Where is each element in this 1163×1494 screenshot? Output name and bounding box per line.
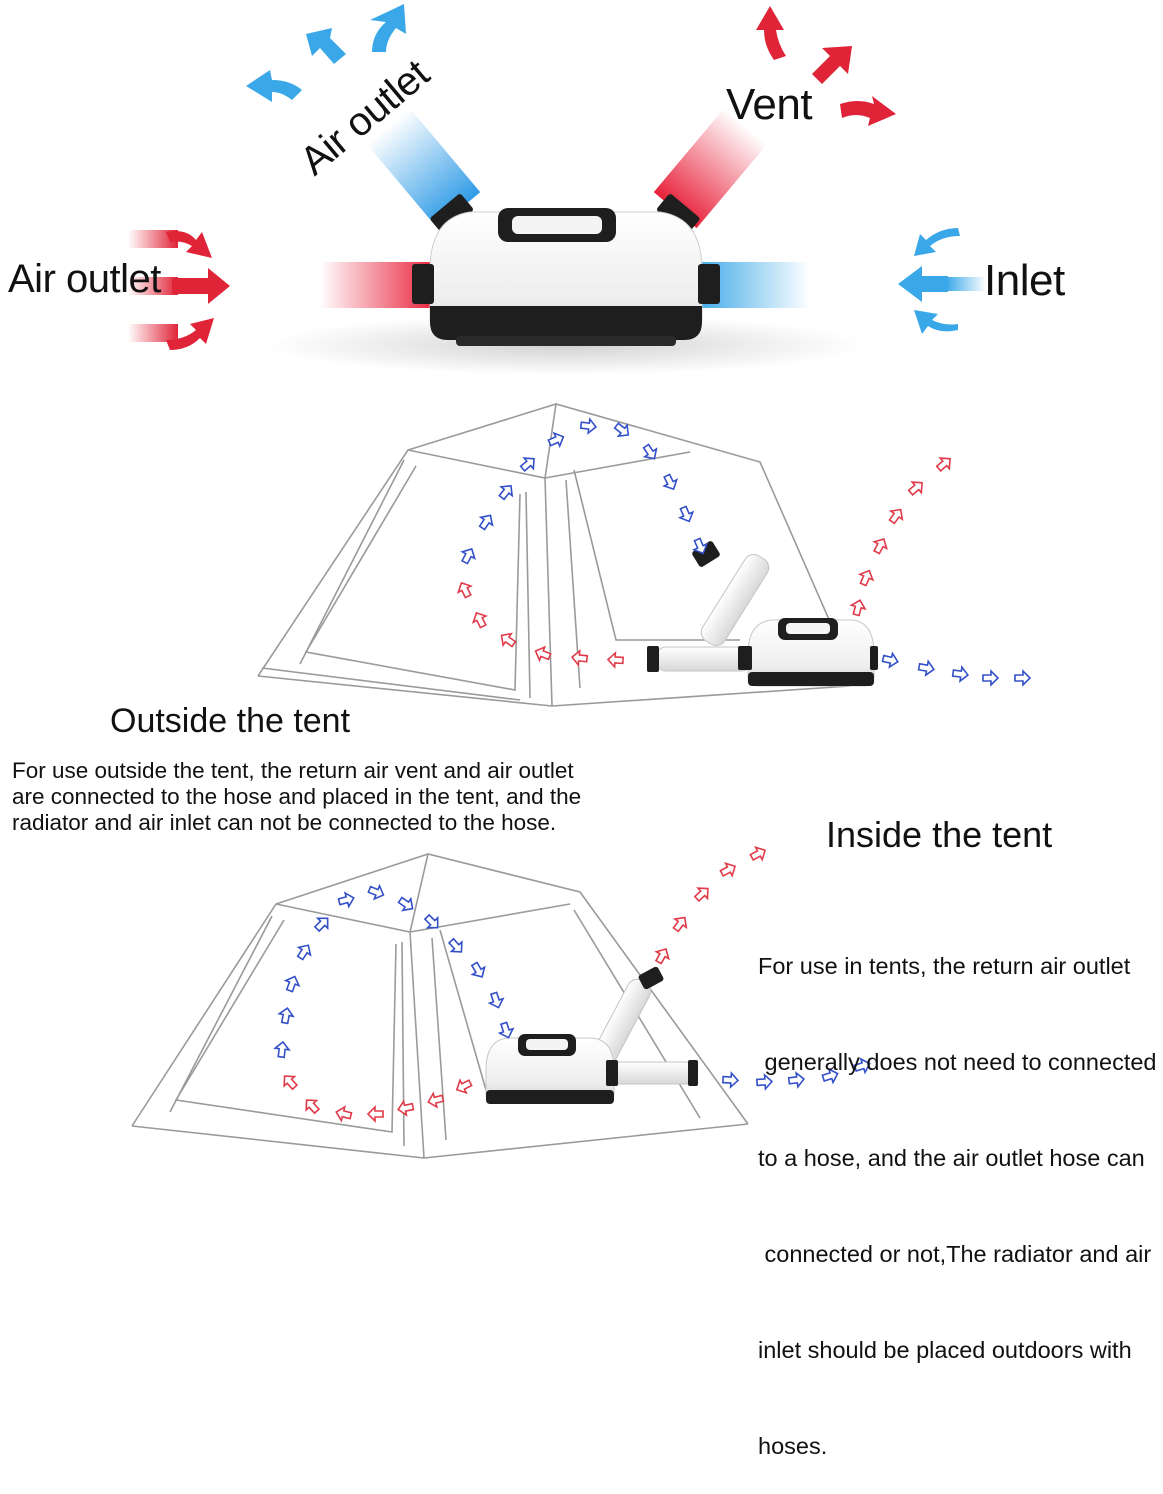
outside-tent-heading: Outside the tent bbox=[110, 702, 351, 740]
flow-arrow-icon bbox=[917, 659, 935, 677]
flow-arrow-icon bbox=[853, 1057, 871, 1075]
flow-arrow-icon bbox=[787, 1071, 806, 1089]
flow-arrow-icon bbox=[366, 1105, 384, 1123]
flow-arrow-icon bbox=[423, 913, 439, 929]
arrow-icon bbox=[756, 6, 786, 60]
outside-tent-description: For use outside the tent, the return air… bbox=[12, 758, 581, 836]
description-line: to a hose, and the air outlet hose can bbox=[758, 1145, 1145, 1171]
flow-arrow-icon bbox=[662, 473, 679, 491]
flow-arrow-icon bbox=[471, 611, 488, 629]
flow-arrow-icon bbox=[888, 508, 904, 525]
vent-arrows-red bbox=[756, 6, 896, 126]
flow-arrows-inside-tent bbox=[273, 846, 871, 1123]
arrow-icon bbox=[172, 268, 230, 304]
flow-arrow-icon bbox=[755, 1073, 774, 1091]
description-line: are connected to the hose and placed in … bbox=[12, 784, 582, 809]
flow-arrow-icon bbox=[498, 484, 514, 501]
flow-arrow-icon bbox=[273, 1040, 291, 1059]
flow-arrow-icon bbox=[283, 975, 301, 993]
inside-tent-heading: Inside the tent bbox=[826, 814, 1053, 855]
flow-arrow-icon bbox=[478, 514, 494, 531]
top-unit-illustration bbox=[265, 107, 865, 375]
flow-arrow-icon bbox=[570, 649, 589, 667]
flow-arrow-icon bbox=[447, 937, 463, 953]
flow-arrow-icon bbox=[547, 431, 565, 449]
flow-arrow-icon bbox=[749, 846, 767, 862]
tent-inside-unit bbox=[485, 966, 698, 1104]
flow-arrow-icon bbox=[691, 537, 709, 555]
arrow-icon bbox=[840, 96, 896, 126]
left-outlet-arrows-red bbox=[128, 230, 230, 350]
arrow-icon bbox=[166, 231, 212, 258]
flow-arrow-icon bbox=[519, 457, 535, 472]
description-line: For use outside the tent, the return air… bbox=[12, 758, 574, 783]
flow-arrow-icon bbox=[719, 862, 737, 878]
flow-arrow-icon bbox=[427, 1091, 445, 1109]
flow-arrow-icon bbox=[335, 1105, 353, 1123]
flow-arrow-icon bbox=[721, 1071, 740, 1089]
flow-arrow-icon bbox=[500, 632, 517, 648]
vent-label: Vent bbox=[726, 80, 813, 129]
flow-arrow-icon bbox=[497, 1021, 515, 1039]
flow-arrow-icon bbox=[693, 887, 709, 903]
arrow-icon bbox=[306, 28, 346, 64]
flow-arrows-outside-tent bbox=[456, 417, 1032, 687]
flow-arrow-icon bbox=[313, 917, 329, 933]
arrow-icon bbox=[812, 46, 852, 84]
flow-arrow-icon bbox=[296, 944, 312, 961]
inside-tent-description: For use in tents, the return air outlet … bbox=[758, 886, 1157, 1494]
air-outlet-arrows-blue bbox=[246, 4, 406, 102]
flow-arrow-icon bbox=[907, 481, 923, 496]
flow-arrow-icon bbox=[455, 1078, 473, 1095]
flow-arrow-icon bbox=[456, 581, 473, 599]
flow-arrow-icon bbox=[487, 991, 505, 1009]
flow-arrow-icon bbox=[951, 665, 970, 683]
flow-arrow-icon bbox=[982, 669, 1000, 687]
flow-arrow-icon bbox=[1014, 669, 1032, 687]
arrow-icon bbox=[914, 228, 960, 256]
tent-outside-unit bbox=[647, 541, 878, 687]
flow-arrow-icon bbox=[677, 505, 695, 523]
flow-arrow-icon bbox=[283, 1075, 299, 1091]
flow-arrow-icon bbox=[857, 569, 875, 587]
flow-arrow-icon bbox=[397, 896, 414, 912]
tent-inside-illustration bbox=[131, 853, 749, 1159]
flow-arrow-icon bbox=[579, 417, 598, 435]
flow-arrow-icon bbox=[397, 1099, 415, 1117]
air-outlet-left-label: Air outlet bbox=[8, 257, 161, 301]
flow-arrow-icon bbox=[367, 883, 385, 901]
flow-arrow-icon bbox=[881, 651, 899, 669]
description-line: radiator and air inlet can not be connec… bbox=[12, 810, 557, 835]
tent-icon bbox=[131, 853, 749, 1127]
arrow-icon bbox=[914, 310, 958, 334]
inlet-arrows-blue bbox=[898, 228, 986, 334]
flow-arrow-icon bbox=[337, 891, 355, 909]
flow-arrow-icon bbox=[460, 547, 476, 565]
flow-arrow-icon bbox=[821, 1067, 839, 1085]
arrow-icon bbox=[370, 4, 406, 52]
flow-arrow-icon bbox=[849, 599, 867, 617]
flow-arrow-icon bbox=[613, 422, 630, 438]
description-line: connected or not,The radiator and air bbox=[758, 1241, 1152, 1267]
inlet-label: Inlet bbox=[984, 256, 1065, 305]
description-line: inlet should be placed outdoors with bbox=[758, 1337, 1132, 1363]
flow-arrow-icon bbox=[277, 1007, 295, 1025]
flow-arrow-icon bbox=[872, 537, 888, 555]
flow-arrow-icon bbox=[642, 443, 658, 460]
flow-arrow-icon bbox=[654, 948, 670, 965]
flow-arrow-icon bbox=[470, 961, 486, 978]
flow-arrow-icon bbox=[672, 916, 688, 933]
diagram-canvas bbox=[128, 4, 1032, 1159]
flow-arrow-icon bbox=[606, 651, 624, 669]
arrow-icon bbox=[898, 266, 948, 302]
arrow-icon bbox=[246, 70, 302, 102]
tent-outside-illustration bbox=[257, 403, 851, 707]
arrow-icon bbox=[166, 318, 214, 350]
flow-arrow-icon bbox=[305, 1099, 321, 1115]
description-line: generally does not need to connected bbox=[758, 1049, 1157, 1075]
flow-arrow-icon bbox=[534, 645, 552, 663]
description-line: For use in tents, the return air outlet bbox=[758, 953, 1131, 979]
description-line: hoses. bbox=[758, 1433, 828, 1459]
flow-arrow-icon bbox=[935, 457, 951, 472]
